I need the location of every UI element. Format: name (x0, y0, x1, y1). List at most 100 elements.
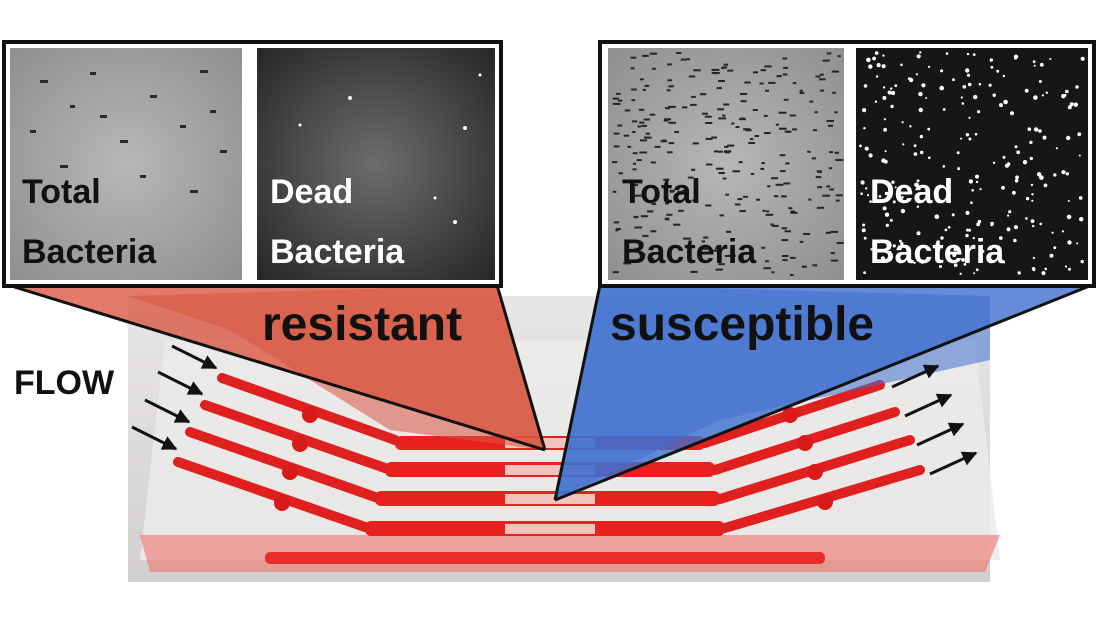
dead-bacterium-mark (884, 150, 887, 153)
bacterium-mark (770, 223, 774, 226)
dead-bacterium-mark (876, 63, 881, 68)
bacterium-mark (782, 73, 788, 76)
bacterium-mark (632, 131, 636, 133)
dead-bacterium-mark (927, 127, 931, 131)
bacterium-mark (644, 136, 652, 139)
bacterium-mark (822, 59, 830, 62)
bacterium-mark (703, 236, 709, 239)
dead-bacterium-mark (1033, 95, 1038, 100)
dead-bacterium-mark (1041, 271, 1046, 276)
bacterium-mark (636, 159, 642, 162)
bacterium-mark (668, 121, 676, 124)
bacterium-mark (799, 92, 805, 94)
dead-bacterium-mark (900, 208, 906, 214)
bacterium-mark (711, 68, 720, 71)
bacterium-mark (835, 199, 840, 202)
total-bacteria-label-left: Total Bacteria (22, 173, 157, 271)
dead-bacterium-mark (863, 84, 868, 88)
dead-bacterium-mark (951, 213, 955, 217)
dead-bacterium-mark (945, 52, 949, 55)
bacterium-mark (624, 109, 631, 112)
bacterium-mark (664, 118, 671, 121)
bacterium-mark (631, 88, 637, 91)
bacterium-mark (687, 176, 694, 179)
dead-bacterium-mark (1015, 175, 1019, 180)
dead-bacterium-mark (890, 104, 894, 109)
bacterium-mark (799, 89, 803, 92)
bacterium-mark (790, 211, 798, 214)
dead-bacterium-mark (1033, 64, 1036, 67)
total-bacteria-label-right: Total Bacteria (622, 173, 757, 271)
dead-bacterium-mark (919, 134, 924, 139)
dead-bacterium-mark (960, 96, 963, 99)
dead-bacterium-mark (965, 68, 970, 73)
dead-bacterium-mark (1031, 193, 1034, 196)
dead-bacterium-mark (897, 245, 901, 249)
dead-bacterium-mark (913, 261, 916, 264)
dead-bacterium-mark (975, 174, 979, 179)
dead-bacterium-mark (889, 218, 893, 222)
bacterium-mark (664, 217, 670, 220)
dead-bacterium-mark (988, 83, 992, 87)
dead-bacterium-mark (1010, 111, 1014, 116)
bacterium-mark (699, 93, 707, 96)
dead-bacterium-mark (999, 236, 1003, 240)
dead-bacterium-mark (1078, 196, 1083, 200)
outflow-arrows (891, 364, 978, 476)
dead-bacterium-mark (1025, 217, 1028, 220)
dead-bacterium-mark (885, 223, 889, 228)
dead-bacterium-mark (1008, 210, 1012, 214)
resistant-overlay-fill (128, 285, 545, 450)
dead-bacterium-mark (859, 144, 862, 148)
dead-bacterium-mark (934, 214, 940, 219)
dead-bacterium-mark (900, 242, 904, 246)
bacterium-mark (835, 159, 844, 161)
dead-bacterium-mark (1031, 199, 1034, 202)
dead-bacterium-mark (1045, 91, 1049, 94)
dead-bacterium-mark (928, 156, 931, 160)
bacterium-mark (822, 194, 830, 197)
dead-bacterium-mark (883, 127, 887, 132)
dead-bacterium-mark (1067, 105, 1072, 110)
bacterium-mark (632, 120, 638, 123)
bacterium-mark (737, 198, 743, 201)
bacterium-mark (782, 259, 788, 262)
bacterium-mark (749, 138, 754, 141)
bacterium-mark (642, 54, 649, 57)
bacterium-mark (754, 135, 759, 137)
bacterium-mark (630, 56, 637, 59)
dead-bacterium-mark (1073, 102, 1079, 107)
dead-bacterium-mark (869, 200, 872, 203)
bacterium-mark (640, 215, 649, 218)
bacterium-mark (618, 99, 623, 102)
bacterium-mark (764, 65, 772, 68)
dead-bacterium-mark (882, 206, 887, 211)
dead-bacterium-mark (883, 159, 888, 164)
dead-bacteria-label-right: Dead Bacteria (870, 173, 1005, 271)
bacterium-mark (639, 78, 644, 81)
dead-bacterium-mark (1049, 58, 1052, 60)
bacterium-mark (612, 190, 617, 193)
bacterium-mark (634, 226, 642, 229)
bacterium-mark (753, 71, 758, 74)
bacterium-mark (792, 128, 797, 131)
dead-bacterium-mark (1007, 214, 1010, 217)
bacterium-mark (792, 82, 797, 85)
bacterium-mark (704, 115, 712, 118)
dead-bacterium-mark (1079, 217, 1084, 222)
bacterium-mark (763, 114, 768, 117)
dead-bacterium-mark (1030, 183, 1034, 187)
dead-bacterium-mark (968, 116, 971, 119)
sparse-bacteria-dots-left (30, 70, 227, 193)
bacterium-mark (780, 170, 786, 173)
dead-bacterium-mark (1001, 185, 1005, 190)
sparse-dead-dots-left (298, 73, 482, 224)
dead-bacterium-mark (970, 201, 973, 204)
dead-bacterium-mark (946, 178, 950, 182)
bacterium-mark (668, 142, 675, 145)
dead-bacterium-mark (1029, 140, 1033, 145)
dead-bacterium-mark (901, 196, 904, 199)
bacterium-mark (666, 89, 671, 92)
dead-bacterium-mark (1022, 160, 1028, 165)
dead-bacterium-mark (908, 77, 914, 83)
